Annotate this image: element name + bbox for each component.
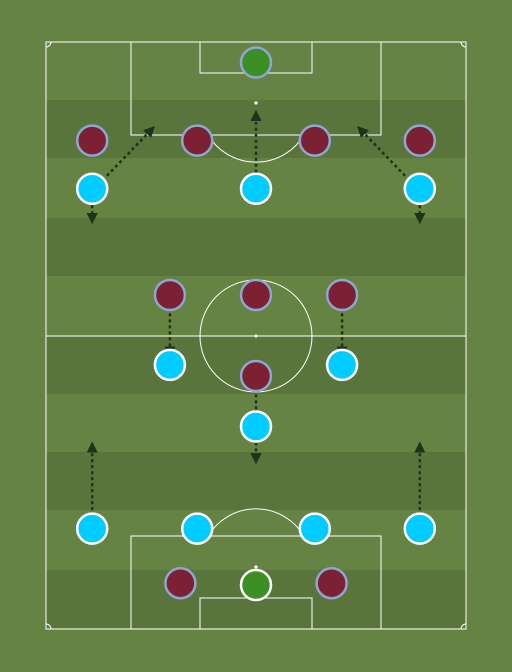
home-player-marker: [403, 172, 437, 205]
away-player-marker: [239, 278, 273, 312]
away-player-marker: [164, 566, 197, 600]
centre-spot: [254, 334, 258, 338]
corner-arc: [45, 623, 52, 630]
corner-arc: [460, 623, 467, 630]
away-player-marker: [315, 566, 348, 600]
movement-arrow: [357, 125, 407, 177]
pitch-stripe: [46, 452, 466, 510]
bottom-penalty-arc: [207, 508, 305, 537]
home-player-marker: [180, 512, 214, 545]
home-player-marker: [239, 172, 273, 205]
away-player-marker: [75, 124, 109, 157]
corner-arc: [45, 41, 52, 48]
players: [75, 46, 437, 602]
pitch-stripe: [46, 218, 466, 276]
top-penalty-spot: [254, 101, 258, 105]
away-player-marker: [180, 124, 214, 157]
home-player-marker: [239, 410, 273, 443]
away-player-marker: [239, 359, 273, 393]
bottom-penalty-spot: [254, 565, 258, 569]
away-goalkeeper-marker: [239, 46, 273, 79]
home-player-marker: [298, 512, 332, 545]
movement-arrow: [105, 125, 155, 177]
top-penalty-arc: [207, 134, 305, 163]
home-player-marker: [403, 512, 437, 545]
home-goalkeeper-marker: [239, 568, 273, 602]
home-player-marker: [153, 348, 187, 382]
home-player-marker: [75, 512, 109, 545]
away-player-marker: [298, 124, 332, 157]
corner-arc: [460, 41, 467, 48]
away-player-marker: [403, 124, 437, 157]
away-player-marker: [325, 278, 359, 312]
away-player-marker: [153, 278, 187, 312]
home-player-marker: [75, 172, 109, 205]
home-player-marker: [325, 348, 359, 382]
